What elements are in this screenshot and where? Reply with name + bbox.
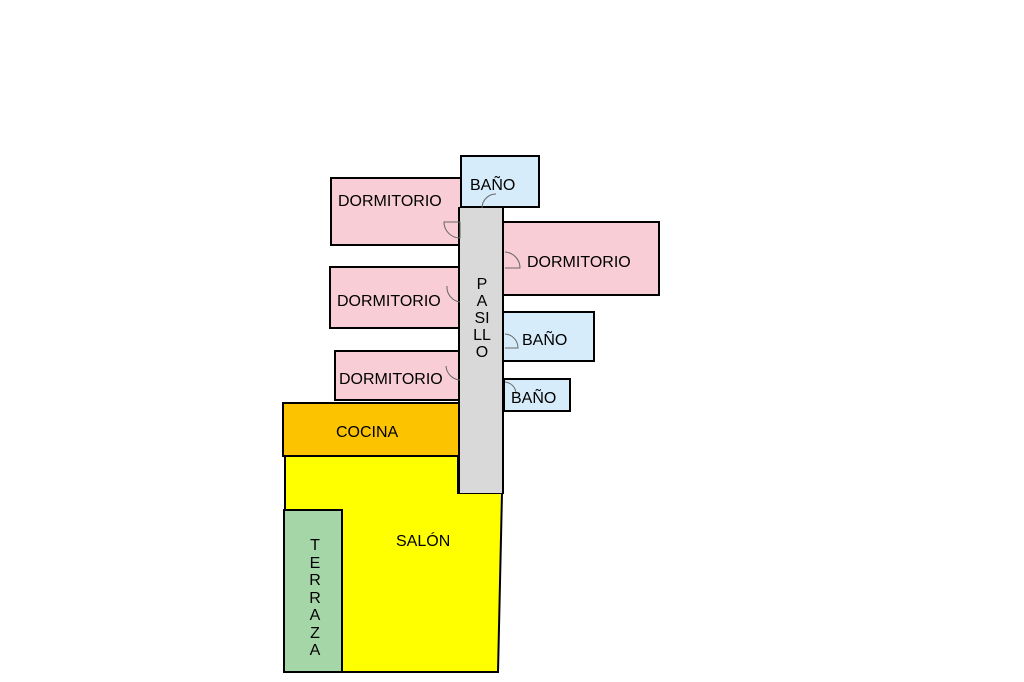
- door-arc-dormitorio-4: [504, 251, 521, 269]
- dormitorio-room-2: [329, 266, 462, 329]
- door-arc-dormitorio-1: [443, 221, 461, 239]
- door-arc-bano-2: [504, 333, 519, 349]
- door-arc-bano-3: [504, 381, 517, 395]
- dormitorio-label-1: DORMITORIO: [338, 193, 442, 210]
- dormitorio-label-2: DORMITORIO: [337, 293, 441, 310]
- bano-label-3: BAÑO: [511, 390, 557, 407]
- salon-label: SALÓN: [396, 533, 451, 550]
- cocina-label: COCINA: [336, 424, 399, 441]
- pasillo-label: PASILLO: [473, 276, 491, 361]
- terraza-label: TERRAZA: [309, 537, 321, 659]
- terraza-room: [283, 509, 343, 673]
- dormitorio-room-4: [500, 221, 660, 296]
- bano-label-1: BAÑO: [470, 177, 516, 194]
- dormitorio-label-3: DORMITORIO: [339, 371, 443, 388]
- door-arc-dormitorio-2: [446, 285, 461, 303]
- dormitorio-room-1: [330, 177, 462, 246]
- door-arc-bano-1: [481, 193, 497, 209]
- bano-room-3: [503, 378, 571, 412]
- bano-room-2: [500, 311, 595, 362]
- door-arc-dormitorio-3: [445, 365, 461, 381]
- pasillo-room: [458, 207, 504, 494]
- dormitorio-label-4: DORMITORIO: [527, 254, 631, 271]
- bano-label-2: BAÑO: [522, 332, 568, 349]
